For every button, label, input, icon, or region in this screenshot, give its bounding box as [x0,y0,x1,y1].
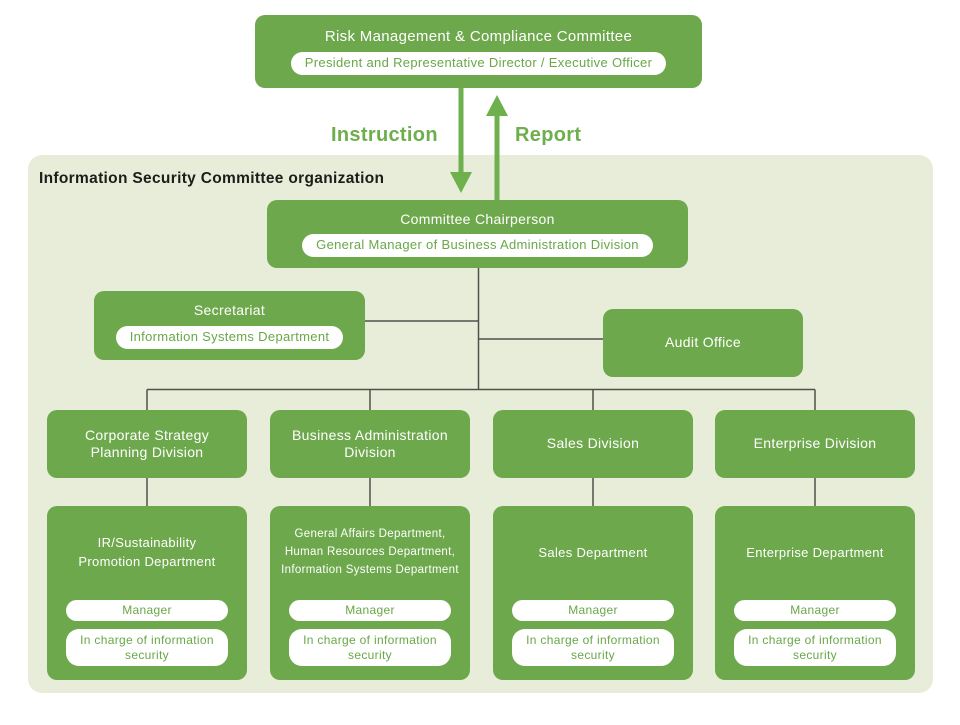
department-box-general-affairs: General Affairs Department, Human Resour… [270,506,470,680]
department-box-enterprise: Enterprise Department Manager In charge … [715,506,915,680]
department-name: Sales Department [538,544,648,560]
secretariat-box: Secretariat Information Systems Departme… [94,291,365,360]
security-charge-pill: In charge of information security [66,629,228,666]
manager-pill: Manager [512,600,674,621]
department-name: Enterprise Department [746,544,884,560]
security-charge-pill: In charge of information security [512,629,674,666]
department-box-ir-sustainability: IR/Sustainability Promotion Department M… [47,506,247,680]
division-box-business-administration: Business Administration Division [270,410,470,478]
department-name-area: IR/Sustainability Promotion Department [72,506,222,600]
department-name-area: Enterprise Department [746,506,884,600]
division-name: Enterprise Division [753,435,877,452]
audit-office-box: Audit Office [603,309,803,377]
division-name: Sales Division [546,435,640,452]
report-label: Report [515,124,582,146]
report-arrow-up-icon [486,95,508,200]
security-charge-pill: In charge of information security [734,629,896,666]
division-box-sales: Sales Division [493,410,693,478]
committee-chairperson-box: Committee Chairperson General Manager of… [267,200,688,268]
department-name: IR/Sustainability Promotion Department [78,535,216,569]
division-box-corporate-strategy: Corporate Strategy Planning Division [47,410,247,478]
committee-chairperson-role-pill: General Manager of Business Administrati… [302,234,653,258]
risk-management-committee-role-pill: President and Representative Director / … [290,52,667,76]
division-name: Corporate Strategy Planning Division [84,426,210,461]
security-charge-pill: In charge of information security [289,629,451,666]
risk-management-committee-title: Risk Management & Compliance Committee [324,27,633,45]
secretariat-role-pill: Information Systems Department [115,325,344,349]
panel-title: Information Security Committee organizat… [39,170,385,187]
committee-chairperson-title: Committee Chairperson [400,210,555,227]
instruction-label: Instruction [331,124,438,146]
secretariat-title: Secretariat [193,302,266,319]
division-box-enterprise: Enterprise Division [715,410,915,478]
instruction-arrow-down-icon [450,88,472,193]
department-name: General Affairs Department, Human Resour… [281,528,459,576]
manager-pill: Manager [734,600,896,621]
division-name: Business Administration Division [292,426,448,461]
department-name-area: General Affairs Department, Human Resour… [275,506,465,600]
audit-office-title: Audit Office [665,334,741,351]
manager-pill: Manager [66,600,228,621]
department-box-sales: Sales Department Manager In charge of in… [493,506,693,680]
risk-management-committee-box: Risk Management & Compliance Committee P… [255,15,702,88]
department-name-area: Sales Department [538,506,647,600]
manager-pill: Manager [289,600,451,621]
